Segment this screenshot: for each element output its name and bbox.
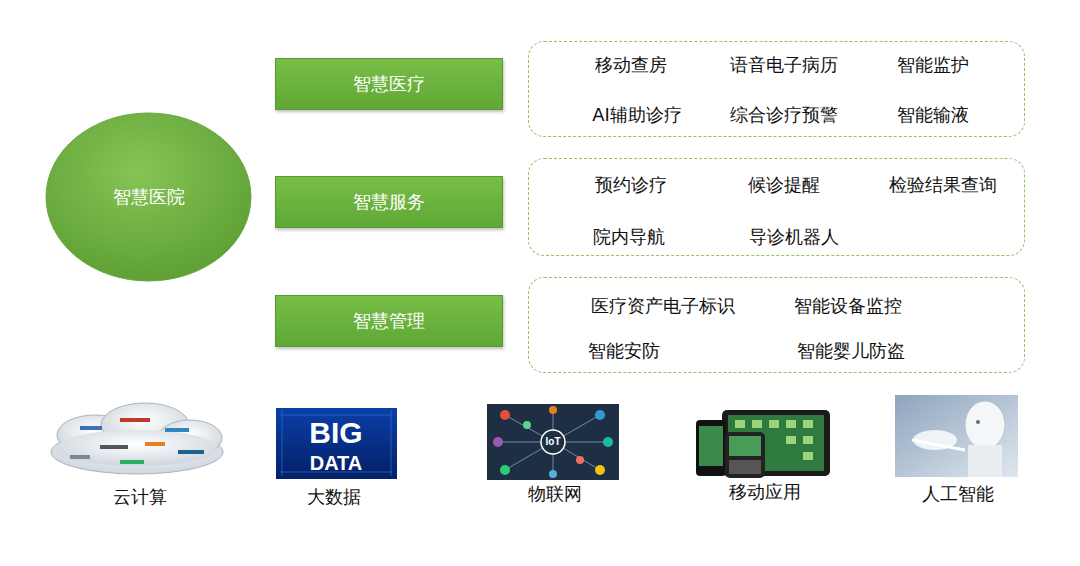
item-group-box: 预约诊疗 候诊提醒 检验结果查询院内导航 导诊机器人 (528, 158, 1025, 256)
item-text: 智能设备监控 (794, 295, 902, 317)
item-text: 预约诊疗 (595, 174, 667, 196)
image-text: DATA (310, 451, 363, 475)
cloud-icon (51, 403, 223, 474)
item-text: 检验结果查询 (889, 174, 997, 196)
caption-label: 移动应用 (729, 481, 801, 503)
hub-circle: 智慧医院 (45, 112, 252, 282)
node-title: 智慧医院 (113, 186, 185, 208)
ai-robot-icon (895, 395, 1018, 477)
item-text: 候诊提醒 (748, 174, 820, 196)
item-text: 综合诊疗预警 (730, 104, 838, 126)
category-box: 智慧服务 (275, 176, 503, 228)
caption-label: 大数据 (307, 486, 361, 508)
mobile-devices-icon (696, 410, 830, 478)
iot-icon (487, 404, 619, 480)
node-title: 智慧管理 (353, 310, 425, 332)
item-text: 导诊机器人 (749, 226, 839, 248)
category-box: 智慧医疗 (275, 58, 503, 110)
item-group-box: 医疗资产电子标识 智能设备监控智能安防 智能婴儿防盗 (528, 277, 1025, 373)
item-text: 院内导航 (593, 226, 665, 248)
item-text: 智能婴儿防盗 (797, 340, 905, 362)
item-group-box: 移动查房 语音电子病历 智能监护 AI辅助诊疗 综合诊疗预警 智能输液 (528, 41, 1025, 137)
item-text: 语音电子病历 (730, 54, 838, 76)
item-text: 医疗资产电子标识 (591, 295, 735, 317)
caption-label: 人工智能 (922, 483, 994, 505)
image-text: BIG (309, 415, 362, 451)
item-text: 智能安防 (588, 340, 660, 362)
caption-label: 物联网 (528, 483, 582, 505)
item-text: 智能监护 (897, 54, 969, 76)
node-title: 智慧服务 (353, 191, 425, 213)
big-data-icon (276, 408, 397, 479)
caption-label: 云计算 (113, 486, 167, 508)
item-text: 智能输液 (897, 104, 969, 126)
item-text: 移动查房 (595, 54, 667, 76)
item-text: AI辅助诊疗 (592, 104, 682, 126)
category-box: 智慧管理 (275, 295, 503, 347)
node-title: 智慧医疗 (353, 73, 425, 95)
image-text: IoT (546, 436, 561, 448)
